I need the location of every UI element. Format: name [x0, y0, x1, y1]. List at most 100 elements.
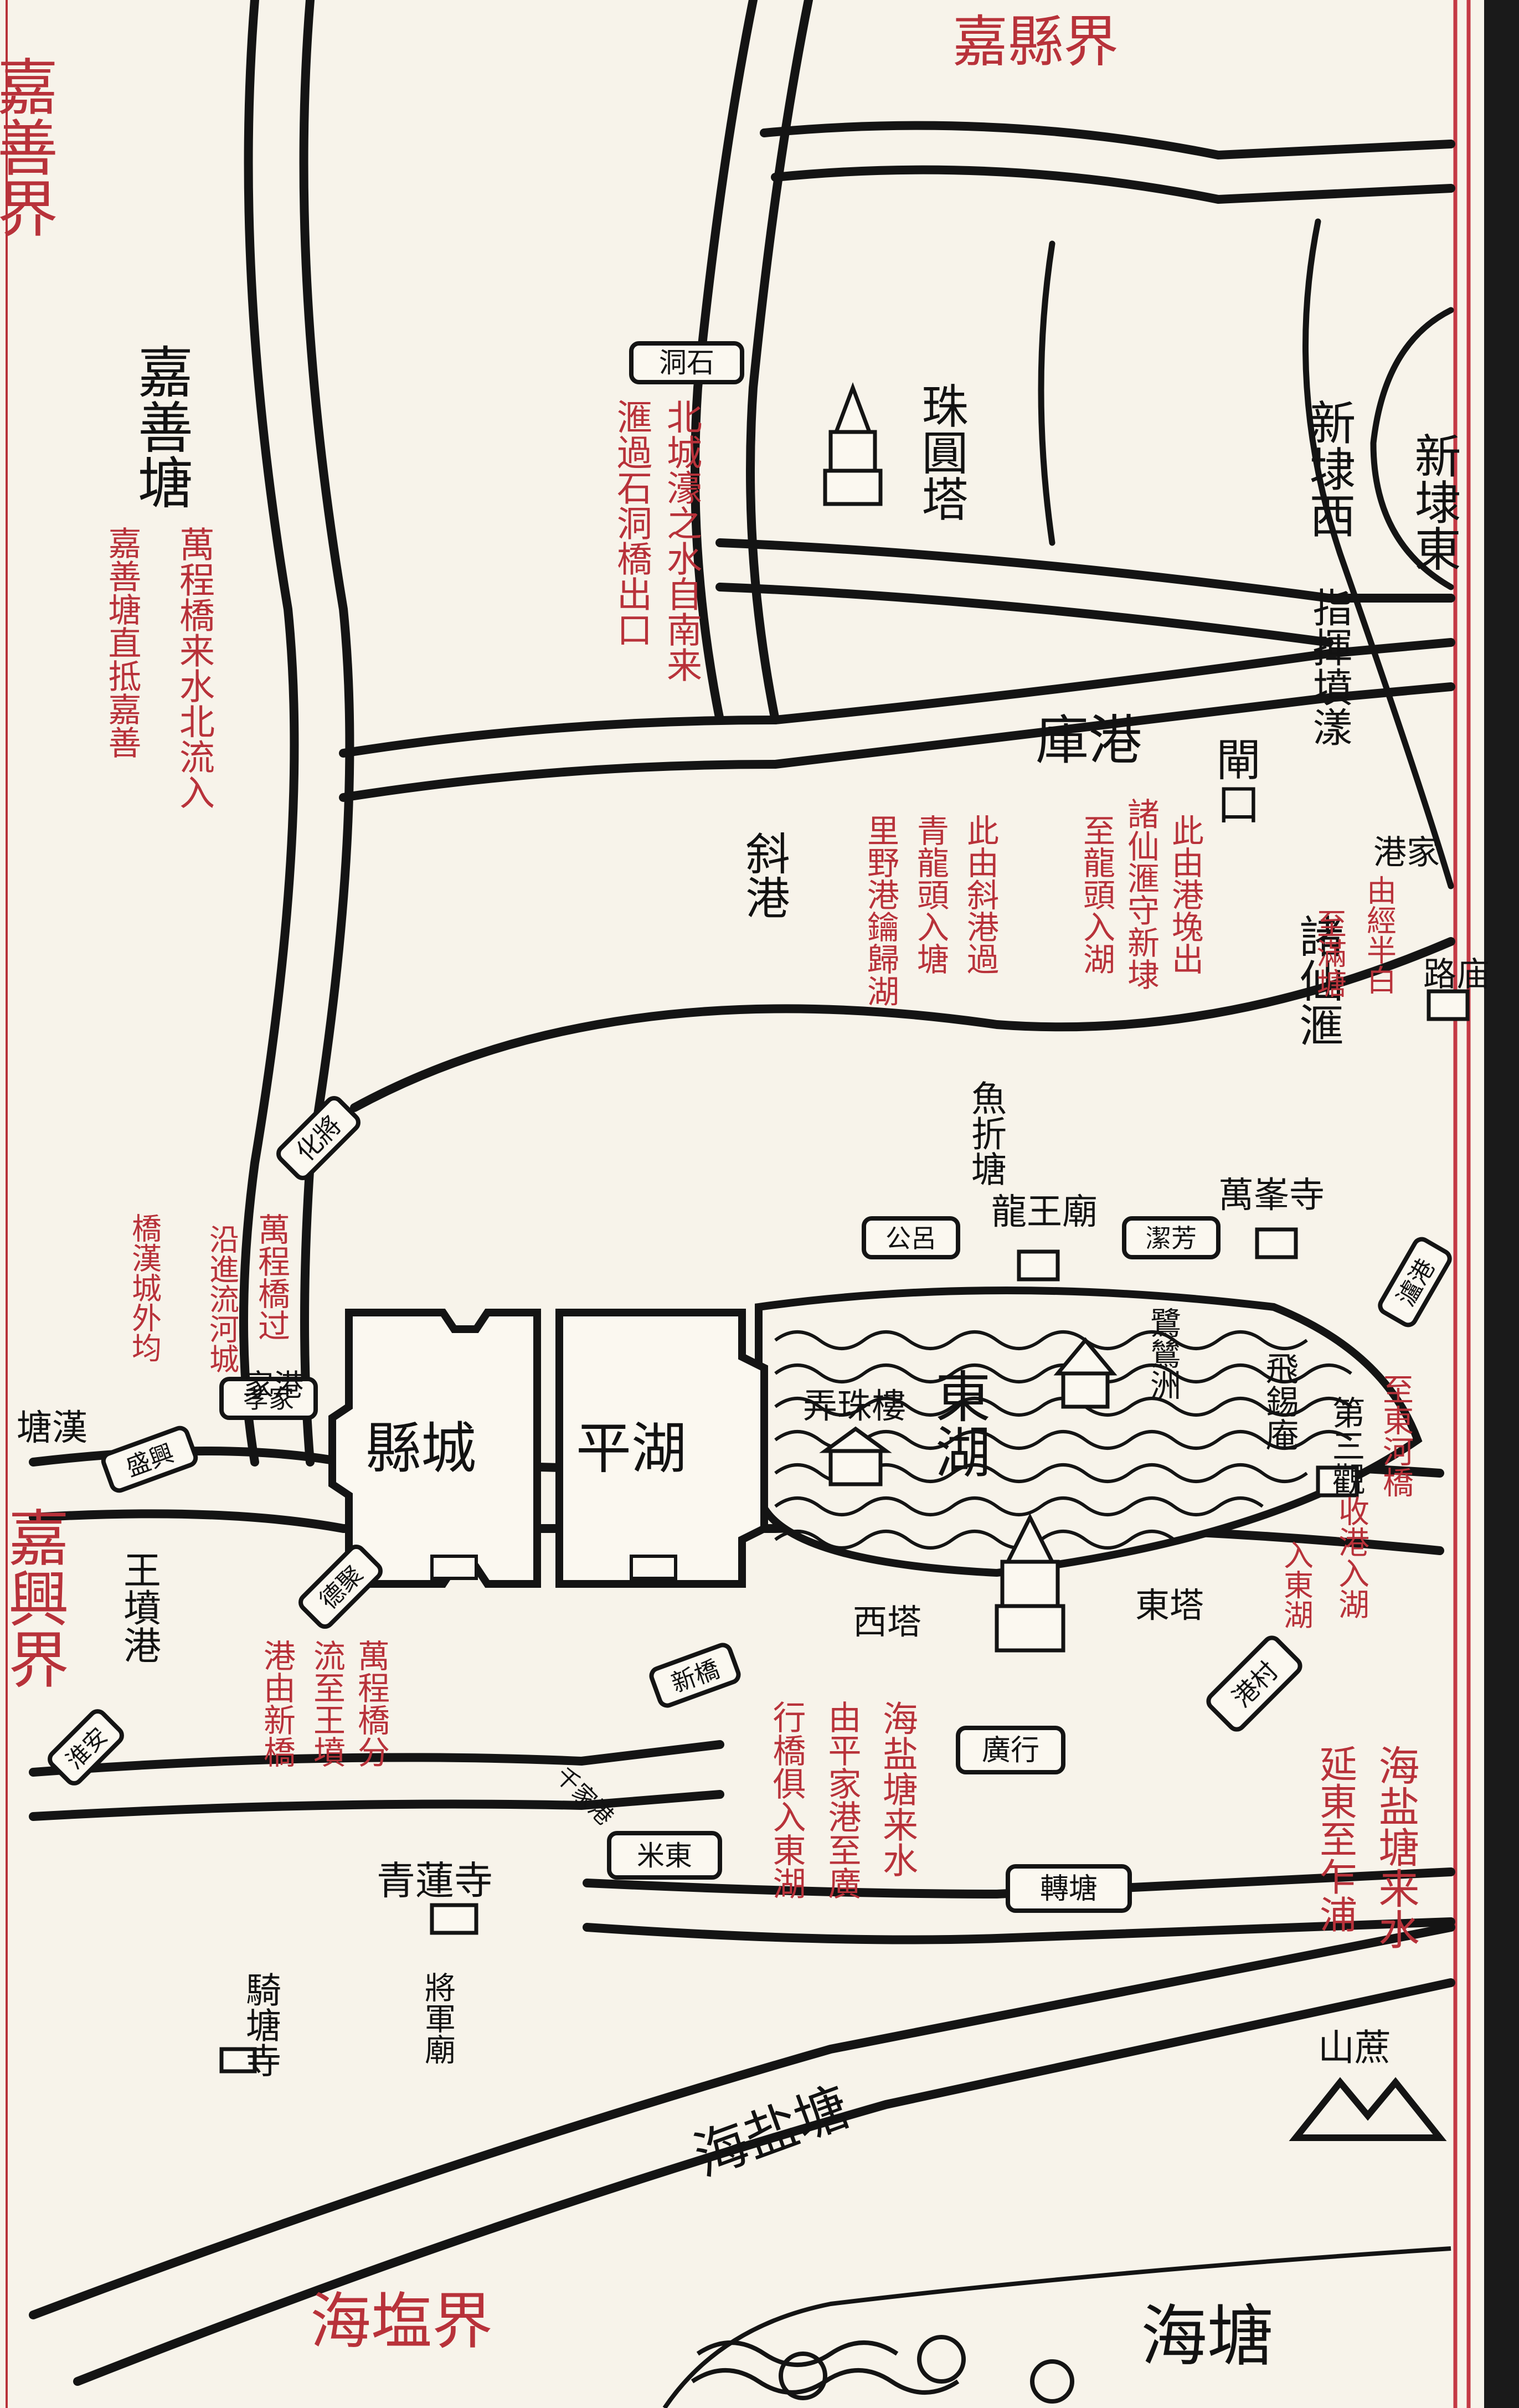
- wanfeng-temple-icon: [1255, 1227, 1298, 1259]
- bridge-jiefang: [1122, 1216, 1221, 1259]
- label-zha-kou: 閘口: [1209, 737, 1261, 825]
- label-jiangjun-miao: 將軍廟: [420, 1972, 456, 2065]
- waterways: [29, 0, 1455, 2386]
- xindai-loop: [1370, 307, 1454, 590]
- label-longwang-miao: 龍王廟: [991, 1192, 1098, 1233]
- seawall-waves: [662, 2246, 1451, 2408]
- note-7: 至龍頭入湖: [1078, 814, 1115, 975]
- label-xindai-xi: 新埭西: [1302, 399, 1356, 538]
- bridge-zhuantang-label: 轉塘: [1040, 1872, 1098, 1906]
- note-13: 橋漢城外均: [127, 1213, 162, 1362]
- canal-south-2: [29, 1790, 724, 1821]
- wave-2: [696, 2340, 899, 2367]
- note-21: 至東河橋: [1378, 1373, 1414, 1498]
- note-2: 滙過石洞橋出口: [611, 399, 652, 647]
- note-26: 至滿塘: [1312, 908, 1347, 998]
- bridge-shangmi: [607, 1831, 722, 1880]
- label-qinglian-si: 青蓮寺: [377, 1858, 493, 1903]
- bridge-bujiang: [1206, 1635, 1302, 1732]
- bridge-labels: 洞石 化將 公呂 潔芳 孝家 德聚 廣行 新橋 米東 轉塘 港村 盛興 瀘港 淮…: [48, 341, 1452, 1913]
- label-luming-zhou: 鷺鷥洲: [1145, 1307, 1181, 1400]
- pinghu-gate-south: [630, 1555, 677, 1580]
- label-xi-ta: 西塔: [853, 1602, 921, 1642]
- label-zhu-jia-gang: 家港: [244, 1368, 303, 1403]
- border-north: 嘉縣界: [952, 9, 1119, 74]
- jiashan-tang-1: [239, 0, 299, 1467]
- east-side-stream: [1302, 218, 1454, 889]
- qinglian-temple-icon: [430, 1903, 478, 1935]
- label-zhuyuan-ta: 珠圓塔: [914, 382, 969, 522]
- bridge-yongjiang: [1378, 1237, 1452, 1328]
- label-zhihui-fen-bang: 指揮墳漾: [1306, 587, 1352, 747]
- border-west: 嘉興界: [0, 1506, 69, 1689]
- black-place-labels: 嘉善塘 珠圓塔 新埭西 新埭東 指揮墳漾 庫港 閘口 斜港 諸仙滙 港家 路庙 …: [17, 343, 1490, 2375]
- north-canal-1: [691, 0, 758, 724]
- mid-canal-1: [339, 638, 1455, 758]
- note-16: 港由新橋: [258, 1639, 296, 1768]
- label-zhuxian-hui: 諸仙滙: [1293, 914, 1344, 1047]
- red-annotations: 北城濠之水自南来 滙過石洞橋出口 萬程橋来水北流入 嘉善塘直抵嘉善 此由港堍出 …: [102, 399, 1414, 1933]
- pinghu-wall: [555, 1309, 768, 1588]
- bridge-shangmi-label: 米東: [637, 1840, 692, 1872]
- label-lu-miao: 路庙: [1423, 955, 1490, 994]
- canal-east-2: [583, 1917, 1455, 1944]
- wave-swirl-1: [779, 2352, 827, 2400]
- note-14: 萬程橋分: [352, 1639, 390, 1768]
- bridge-shidong-label: 洞石: [659, 347, 714, 379]
- city-gate-south: [430, 1555, 478, 1580]
- bridge-wangxing: [101, 1426, 198, 1493]
- zhuyuan-stream: [1038, 240, 1055, 546]
- label-dong-ta: 東塔: [1135, 1585, 1204, 1625]
- jiashan-tang-2: [299, 0, 354, 1467]
- bridge-xiaohou-label: 孝家: [243, 1384, 294, 1414]
- red-border-labels: 嘉縣界 嘉善界 嘉興界 海塩界 海盐塘来水: [0, 9, 1419, 2357]
- nongzhu-pavilion-icon: [819, 1426, 892, 1486]
- west-pagoda-icon: [995, 1513, 1065, 1653]
- note-8: 此由斜港過: [961, 814, 999, 975]
- label-feixi-an: 飛錫庵: [1260, 1351, 1299, 1451]
- canal-east-1: [583, 1867, 1455, 1898]
- bridge-guangxing: [956, 1726, 1065, 1774]
- border-northwest: 嘉善界: [0, 55, 58, 238]
- label-hai-tang: 海塘: [1141, 2298, 1274, 2375]
- note-20: 延東至乍浦: [1313, 1745, 1357, 1933]
- border-south: 海塩界: [310, 2286, 493, 2357]
- label-zhe-shan: 山蔗: [1318, 2026, 1391, 2069]
- note-23: 入東湖: [1279, 1540, 1314, 1629]
- bridge-shidong: [629, 341, 744, 384]
- north-road-1: [760, 121, 1455, 159]
- bridge-gonglv: [862, 1216, 960, 1259]
- bridge-west-gate: [48, 1709, 124, 1786]
- disan-temple-icon: [1316, 1465, 1359, 1498]
- wave-swirl-3: [1030, 2359, 1074, 2404]
- haiyan-tang-2: [73, 1978, 1455, 2386]
- canal-south-1: [29, 1740, 724, 1777]
- note-22: 收港入湖: [1333, 1495, 1369, 1619]
- note-18: 由平家港至廣: [822, 1700, 861, 1900]
- label-xie-gang: 斜港: [739, 831, 790, 919]
- pagodas: [219, 382, 1470, 2141]
- upper-canal-2: [715, 583, 1333, 647]
- mid-canal-2: [339, 682, 1455, 802]
- note-19: 行橋俱入東湖: [767, 1700, 806, 1900]
- note-5: 此由港堍出: [1166, 814, 1204, 975]
- label-dong-hu: 東湖: [926, 1368, 991, 1479]
- bridge-huajiang: [276, 1096, 361, 1180]
- label-han-tang: 塘漢: [17, 1408, 87, 1449]
- note-10: 里野港鑰歸湖: [862, 814, 899, 1007]
- wave-swirl-2: [917, 2335, 966, 2384]
- label-wang-fen-gang: 王墳港: [117, 1551, 161, 1664]
- bridge-xinqiao: [649, 1643, 741, 1708]
- bridge-zhuantang: [1006, 1864, 1132, 1913]
- luzhou-pavilion-icon: [1053, 1337, 1118, 1409]
- bridge-xiaohou: [219, 1377, 318, 1420]
- bridge-guangxing-label: 廣行: [982, 1734, 1039, 1767]
- label-wanfeng-si: 萬峯寺: [1218, 1175, 1325, 1216]
- east-lake: [755, 1287, 1423, 1577]
- haiyan-tang-1: [29, 1923, 1455, 2319]
- north-canal-2: [746, 0, 813, 724]
- note-6: 諸仙滙守新埭: [1122, 797, 1160, 990]
- note-12: 沿進流河城: [204, 1224, 239, 1373]
- note-15: 流至王墳: [308, 1639, 346, 1768]
